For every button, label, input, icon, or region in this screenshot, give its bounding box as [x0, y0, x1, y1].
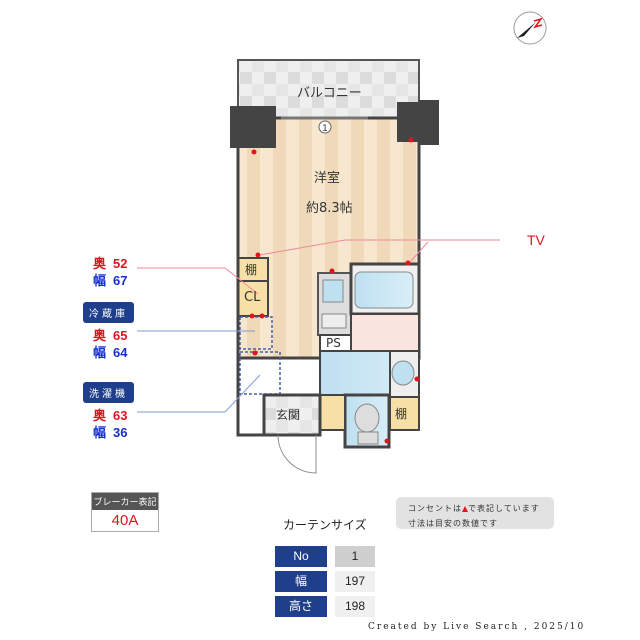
- breaker-header: ブレーカー表記: [92, 493, 158, 510]
- balcony-label: バルコニー: [297, 86, 362, 101]
- outlet-icon: [462, 505, 468, 512]
- curtain-title: カーテンサイズ: [283, 518, 367, 532]
- svg-text:1: 1: [322, 124, 328, 134]
- shelf-label: 棚: [245, 263, 258, 277]
- western-room-size: 約8.3帖: [306, 201, 353, 216]
- breaker-value: 40A: [111, 512, 139, 529]
- ps-label: PS: [326, 336, 341, 350]
- credit-text: Created by Live Search , 2025/10: [368, 622, 586, 632]
- shelf-label-2: 棚: [395, 407, 408, 421]
- washer-tag: 洗濯機: [83, 382, 134, 403]
- fridge-tag: 冷蔵庫: [83, 302, 134, 323]
- legend-note: コンセントはで表記しています 寸法は目安の数値です: [396, 497, 554, 529]
- closet-label: CL: [244, 290, 261, 305]
- breaker-box: ブレーカー表記 40A: [91, 492, 159, 532]
- compass-icon: [513, 11, 547, 45]
- entrance-label: 玄関: [276, 408, 301, 422]
- tv-label: TV: [527, 232, 545, 248]
- western-room-label: 洋室: [314, 171, 341, 186]
